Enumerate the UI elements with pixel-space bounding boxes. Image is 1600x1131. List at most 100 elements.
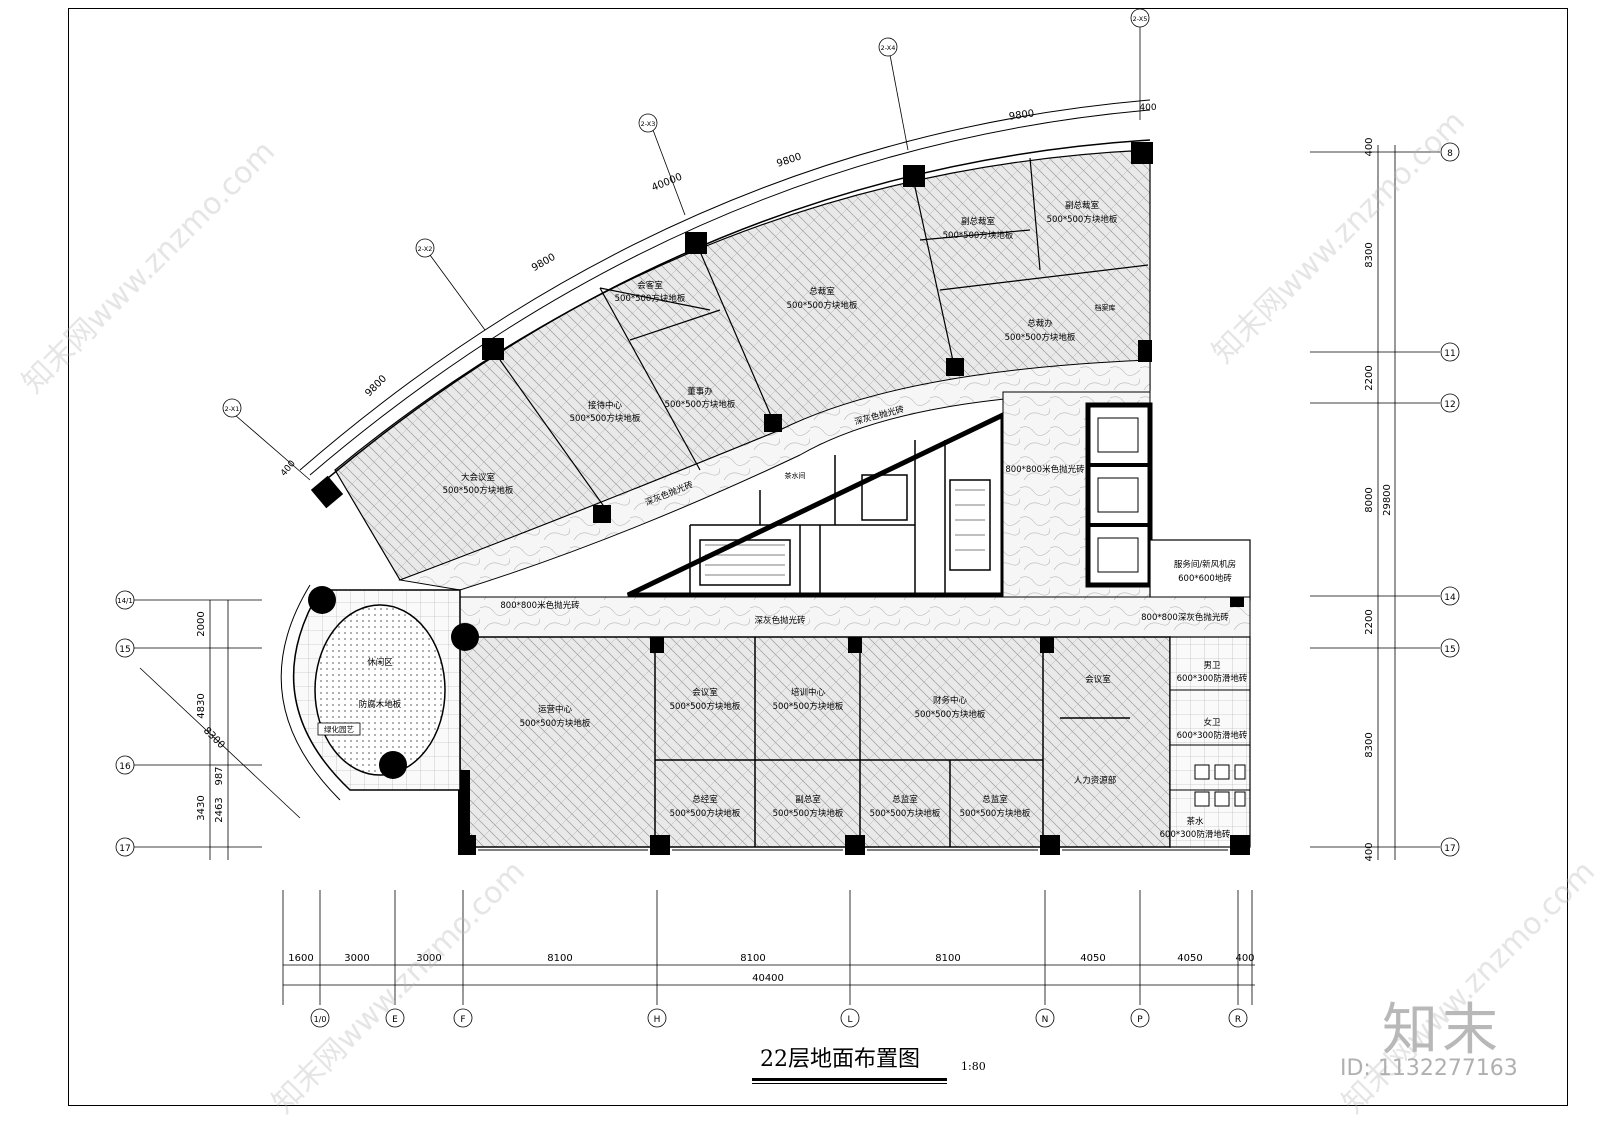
room-floor: 500*500方块地板 (773, 701, 844, 712)
axis-label: 17 (119, 844, 130, 854)
dim-text: 9800 (1008, 108, 1035, 122)
dim-text: 8100 (740, 953, 765, 964)
room-floor: 500*500方块地板 (787, 300, 858, 311)
room-label: 会议室 (692, 687, 718, 698)
curved-corridor (398, 359, 1151, 591)
tea-floor: 600*300防滑地砖 (1160, 829, 1231, 840)
service-room-floor: 600*600地砖 (1178, 573, 1232, 584)
room-label: 副总裁室 (1065, 200, 1100, 211)
dim-text: 4830 (196, 693, 207, 718)
dim-text: 2463 (214, 797, 225, 822)
dim-text: 1600 (288, 953, 313, 964)
room-floor: 500*500方块地板 (1047, 214, 1118, 225)
hr-label: 人力资源部 (1074, 775, 1117, 786)
axis-label: 2-X5 (1133, 15, 1148, 23)
dim-text: 9800 (530, 252, 558, 274)
axis-label: 2-X2 (418, 245, 433, 253)
room-floor: 500*500方块地板 (670, 701, 741, 712)
dim-total: 40400 (752, 973, 784, 984)
room-label: 运营中心 (538, 704, 573, 715)
room-label: 培训中心 (791, 687, 826, 698)
axis-label: F (460, 1015, 465, 1025)
axis-label: 12 (1444, 400, 1455, 410)
lower-office-zone (459, 636, 1171, 848)
lift-shafts (1085, 402, 1153, 588)
axis-label: L (847, 1015, 852, 1025)
store-label: 茶水间 (785, 471, 806, 480)
title-underline (752, 1078, 947, 1081)
axis-label: 14 (1444, 593, 1456, 603)
dim-text: 8100 (547, 953, 572, 964)
corridor-label: 深灰色抛光砖 (754, 615, 806, 626)
drawing-scale: 1:80 (961, 1060, 986, 1073)
room-floor: 500*500方块地板 (915, 709, 986, 720)
dim-text: 2200 (1364, 609, 1375, 634)
service-room (1149, 539, 1251, 601)
drawing-frame (68, 8, 1568, 1106)
room-label: 副总室 (795, 794, 821, 805)
axis-label: 1/0 (314, 1015, 327, 1024)
service-room-label: 服务间/新风机房 (1174, 559, 1236, 570)
axis-label: H (654, 1015, 661, 1025)
rest-area-label: 休闲区 (367, 657, 393, 668)
room-floor: 500*500方块地板 (665, 399, 736, 410)
dim-text: 400 (1139, 103, 1156, 113)
toilet-floor: 600*300防滑地砖 (1177, 673, 1248, 684)
axis-label: 2-X3 (641, 120, 656, 128)
planter-oval (314, 604, 446, 776)
room-label: 会客室 (637, 280, 663, 291)
dim-text: 3000 (344, 953, 369, 964)
dim-text: 9800 (363, 373, 389, 399)
axis-label: N (1042, 1015, 1049, 1025)
dim-text: 400 (279, 459, 298, 479)
dim-text: 400 (1235, 953, 1254, 964)
room-label: 总监室 (892, 794, 918, 805)
room-label: 财务中心 (933, 695, 968, 706)
dim-text: 8300 (1364, 732, 1375, 757)
dim-total: 29800 (1382, 484, 1393, 516)
room-label: 总监室 (982, 794, 1008, 805)
room-floor: 500*500方块地板 (570, 413, 641, 424)
drawing-title: 22层地面布置图 (760, 1047, 920, 1072)
room-label: 总裁办 (1027, 318, 1053, 329)
dim-text: 4050 (1080, 953, 1105, 964)
room-label: 大会议室 (461, 472, 496, 483)
brand-logo-text: 知末 (1382, 998, 1502, 1063)
dim-text: 3000 (416, 953, 441, 964)
room-label: 总经室 (692, 794, 718, 805)
axis-label: 8 (1447, 149, 1453, 159)
dim-text: 4050 (1177, 953, 1202, 964)
planter-label: 绿化园艺 (324, 724, 354, 734)
dim-total: 40000 (650, 172, 684, 194)
asset-id: ID: 1132277163 (1340, 1056, 1518, 1081)
dim-text: 3430 (196, 795, 207, 820)
main-corridor (459, 596, 1251, 638)
title-underline-thin (752, 1083, 947, 1084)
room-floor: 500*500方块地板 (773, 808, 844, 819)
dim-text: 2000 (196, 611, 207, 636)
axis-label: E (392, 1015, 398, 1025)
service-floor-label: 800*800深灰色抛光砖 (1141, 612, 1229, 623)
room-floor: 500*500方块地板 (670, 808, 741, 819)
dim-text: 8300 (1364, 242, 1375, 267)
lobby-floor-label: 800*800米色抛光砖 (500, 600, 580, 611)
rest-floor-label: 防腐木地板 (359, 699, 402, 710)
room-floor: 500*500方块地板 (943, 230, 1014, 241)
room-label: 接待中心 (588, 400, 623, 411)
dim-text: 9800 (775, 151, 803, 169)
axis-label: 15 (119, 645, 130, 655)
room-label: 董事办 (687, 386, 713, 397)
toilet-block (1169, 636, 1251, 848)
archive-label: 档案库 (1095, 303, 1116, 312)
axis-label: 2-X4 (881, 44, 896, 52)
axis-label: 2-X1 (225, 405, 240, 413)
room-floor: 500*500方块地板 (615, 293, 686, 304)
dim-text: 400 (1364, 842, 1375, 861)
dim-text: 8100 (935, 953, 960, 964)
room-label: 副总裁室 (961, 216, 996, 227)
meeting-small-label: 会议室 (1085, 674, 1111, 685)
room-floor: 500*500方块地板 (870, 808, 941, 819)
dim-text: 987 (214, 766, 225, 785)
